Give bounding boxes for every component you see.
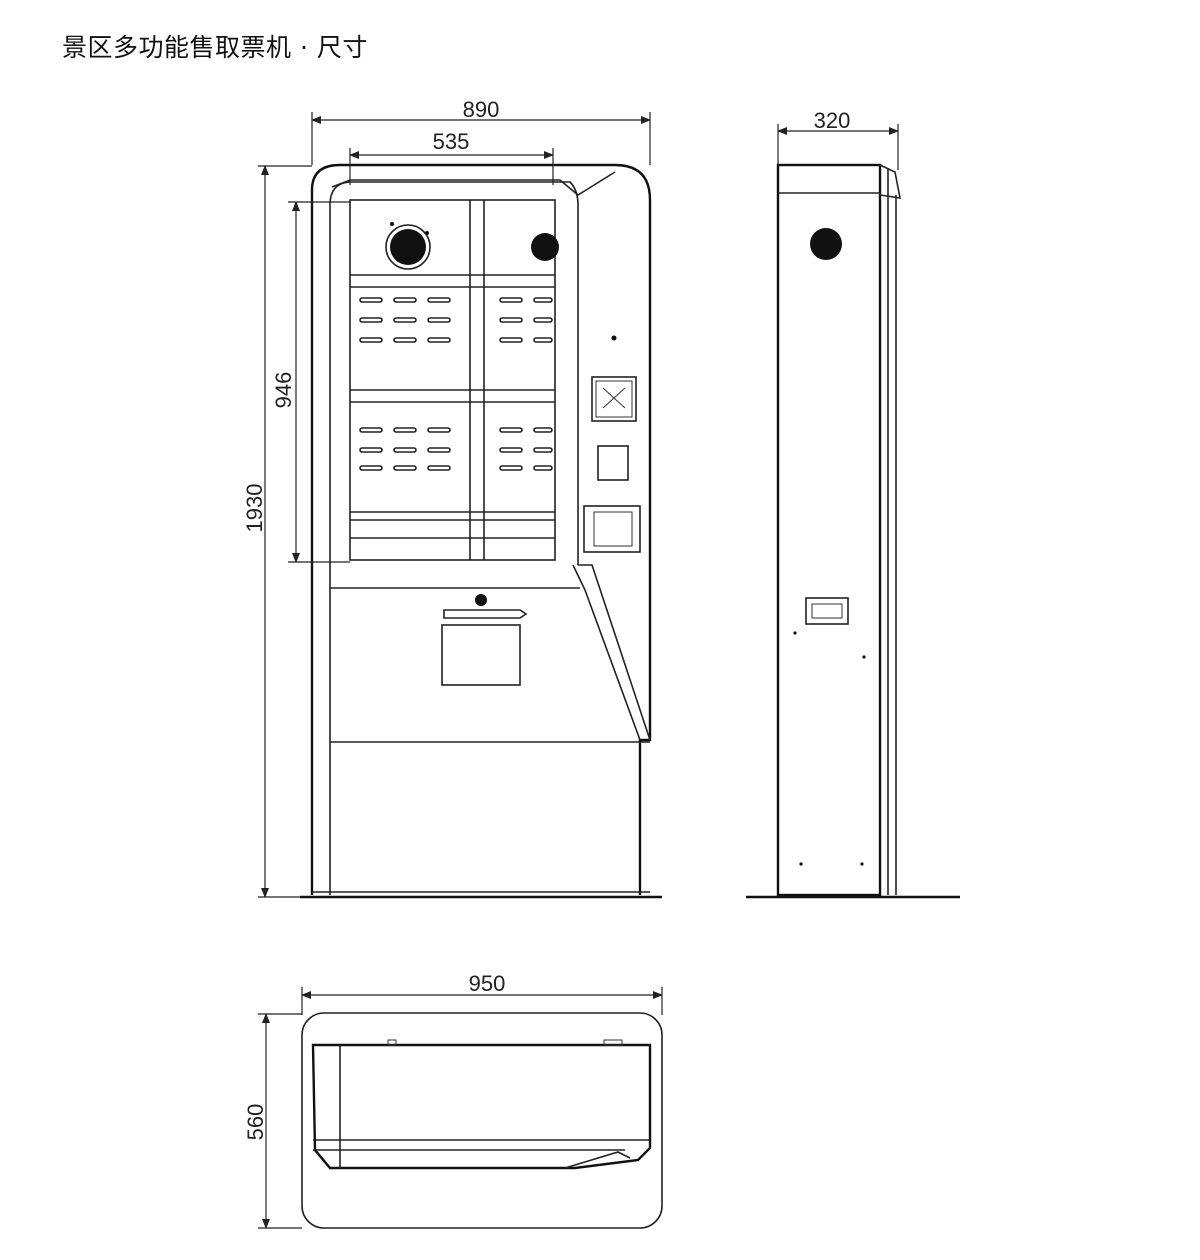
card-reader-icon: [591, 376, 637, 422]
dimension-label: 1930: [242, 484, 267, 533]
speaker-icon: [531, 233, 559, 261]
dimension-label: 320: [814, 108, 851, 133]
speaker-icon: [810, 228, 842, 260]
front-width-dimension: 890: [311, 97, 651, 165]
qr-scanner-icon: [583, 505, 641, 553]
side-depth-dimension: 320: [777, 108, 899, 170]
total-height-dimension: 1930: [242, 165, 312, 898]
top-width-dimension: 950: [301, 971, 663, 1015]
keypad-panel: [441, 624, 521, 686]
ticket-slot: [597, 445, 629, 481]
dimension-label: 946: [271, 372, 296, 409]
front-view: [300, 163, 662, 899]
screen-height-dimension: 946: [271, 201, 350, 563]
side-view: [746, 163, 960, 899]
dimension-label: 950: [469, 971, 506, 996]
screen-width-dimension: 535: [349, 129, 554, 185]
page-title: 景区多功能售取票机 · 尺寸: [62, 33, 368, 62]
dimension-label: 890: [463, 97, 500, 122]
top-depth-dimension: 560: [243, 1013, 302, 1229]
receipt-slot: [443, 609, 528, 619]
top-view: [301, 1012, 663, 1229]
speaker-icon: [390, 229, 426, 265]
dimension-label: 560: [243, 1104, 268, 1141]
printer-slot: [805, 597, 849, 625]
dimension-label: 535: [433, 129, 470, 154]
